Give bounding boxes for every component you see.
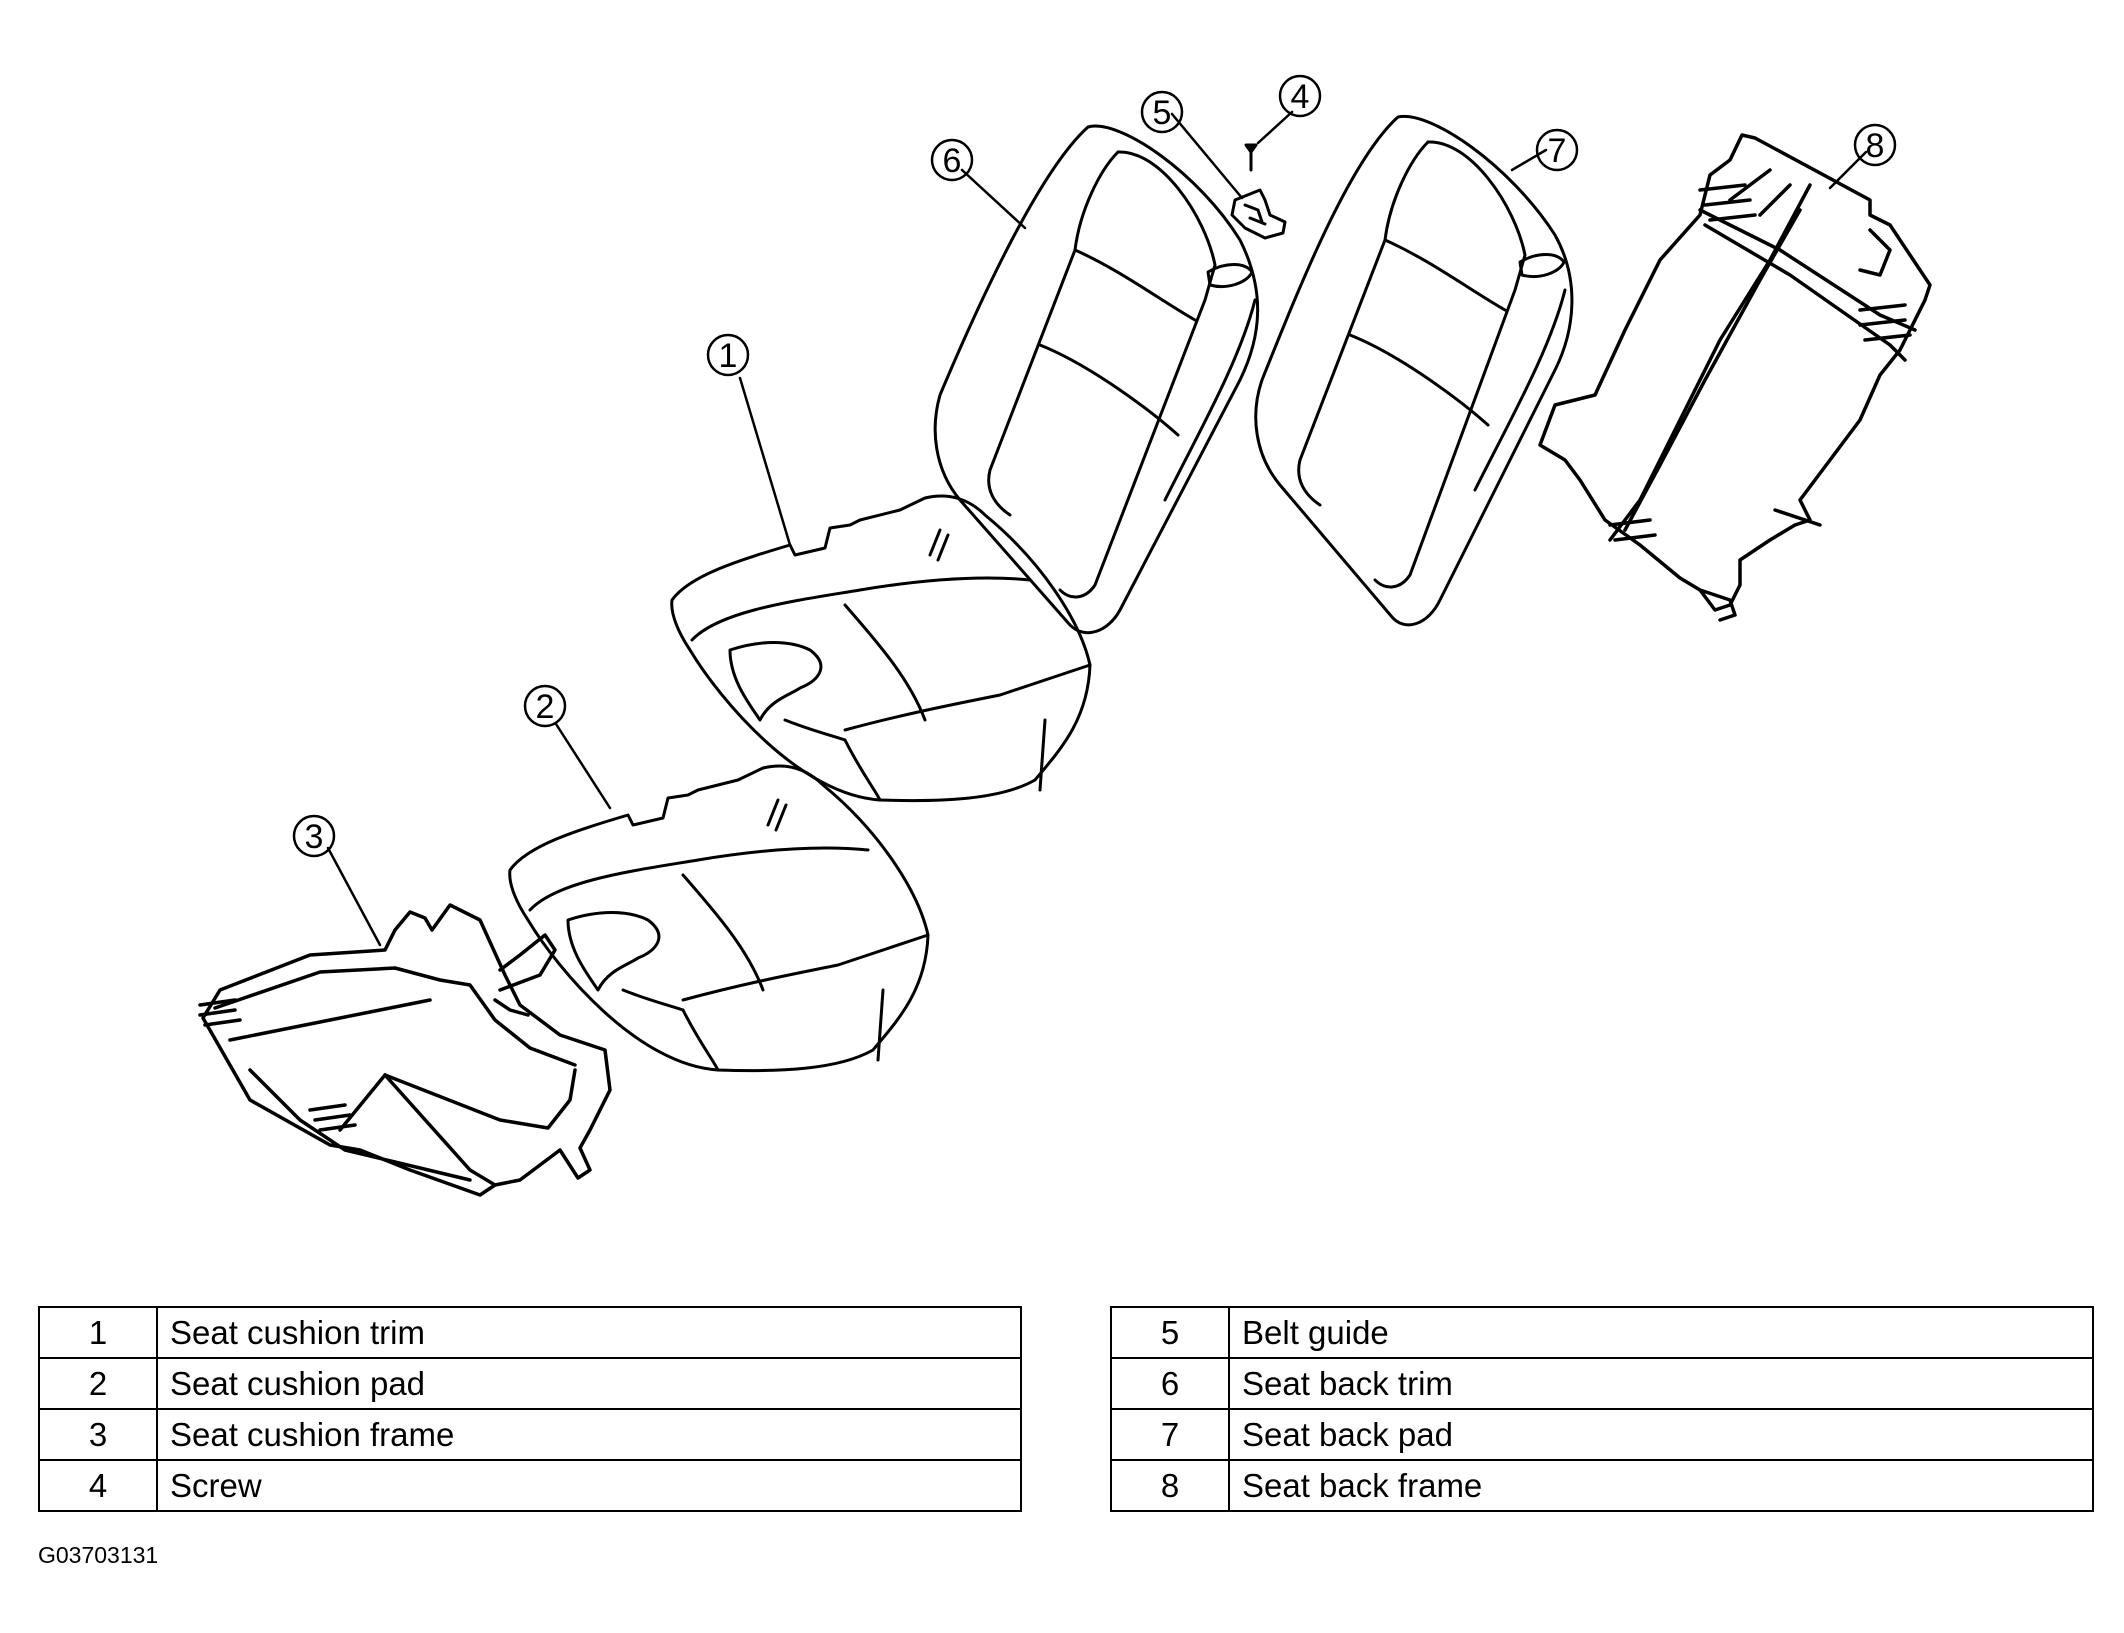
callout-2: 2 <box>523 684 567 728</box>
legend-part-name: Screw <box>156 1459 1022 1512</box>
legend-number: 8 <box>1110 1459 1230 1512</box>
svg-text:8: 8 <box>1866 127 1885 165</box>
legend-part-name: Seat back pad <box>1228 1408 2094 1461</box>
legend-number: 4 <box>38 1459 158 1512</box>
parts-legend-right: 5 Belt guide 6 Seat back trim 7 Seat bac… <box>1110 1306 2094 1512</box>
figure-id: G03703131 <box>38 1542 159 1568</box>
legend-part-name: Seat cushion frame <box>156 1408 1022 1461</box>
callout-8: 8 <box>1853 123 1897 167</box>
legend-number: 6 <box>1110 1357 1230 1410</box>
svg-text:1: 1 <box>719 337 738 375</box>
callout-5: 5 <box>1140 90 1184 134</box>
seat-back-frame-illustration <box>1538 133 1932 622</box>
legend-row: 2 Seat cushion pad <box>38 1357 1022 1410</box>
exploded-seat-diagram: 1 2 3 4 5 6 7 8 <box>198 74 1932 1197</box>
legend-row: 5 Belt guide <box>1110 1306 2094 1359</box>
legend-part-name: Belt guide <box>1228 1306 2094 1359</box>
callout-7: 7 <box>1535 128 1579 172</box>
legend-row: 4 Screw <box>38 1459 1022 1512</box>
parts-legend-left: 1 Seat cushion trim 2 Seat cushion pad 3… <box>38 1306 1022 1512</box>
svg-text:4: 4 <box>1291 78 1310 116</box>
legend-number: 2 <box>38 1357 158 1410</box>
legend-part-name: Seat cushion pad <box>156 1357 1022 1410</box>
legend-part-name: Seat cushion trim <box>156 1306 1022 1359</box>
legend-row: 8 Seat back frame <box>1110 1459 2094 1512</box>
svg-text:5: 5 <box>1153 94 1172 132</box>
svg-text:2: 2 <box>536 688 555 726</box>
seat-cushion-trim-illustration <box>670 494 1092 803</box>
legend-row: 7 Seat back pad <box>1110 1408 2094 1461</box>
legend-number: 3 <box>38 1408 158 1461</box>
callout-3: 3 <box>292 814 336 858</box>
legend-number: 7 <box>1110 1408 1230 1461</box>
svg-text:6: 6 <box>943 142 962 180</box>
belt-guide-illustration <box>1230 188 1287 240</box>
legend-part-name: Seat back frame <box>1228 1459 2094 1512</box>
callout-4: 4 <box>1278 74 1322 118</box>
legend-row: 3 Seat cushion frame <box>38 1408 1022 1461</box>
seat-back-trim-illustration <box>933 124 1260 635</box>
callout-6: 6 <box>930 138 974 182</box>
seat-back-pad-illustration <box>1254 114 1574 627</box>
leader-lines <box>326 110 1868 947</box>
legend-part-name: Seat back trim <box>1228 1357 2094 1410</box>
screw-illustration <box>1244 143 1258 172</box>
legend-row: 6 Seat back trim <box>1110 1357 2094 1410</box>
svg-text:3: 3 <box>305 818 324 856</box>
legend-number: 1 <box>38 1306 158 1359</box>
callout-1: 1 <box>706 333 750 377</box>
legend-number: 5 <box>1110 1306 1230 1359</box>
legend-row: 1 Seat cushion trim <box>38 1306 1022 1359</box>
seat-cushion-frame-illustration <box>198 903 612 1197</box>
svg-text:7: 7 <box>1548 132 1567 170</box>
seat-cushion-pad-illustration <box>508 764 930 1073</box>
